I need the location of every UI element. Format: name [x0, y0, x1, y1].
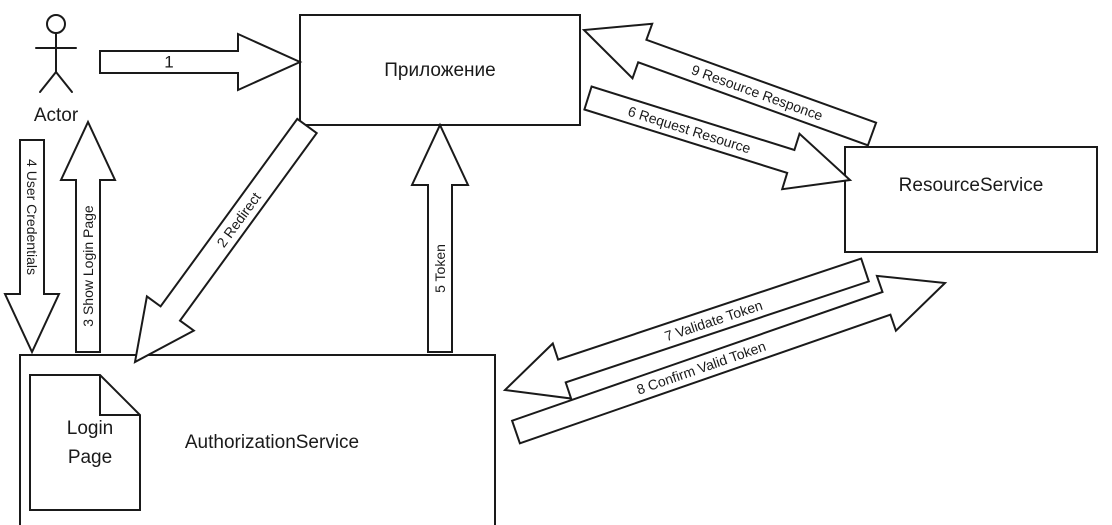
arrow-1 [99, 32, 303, 92]
arrow-3-label: 3 Show Login Page [80, 205, 96, 327]
actor-left-leg [39, 71, 57, 93]
login-page-label-line1: Login [67, 418, 114, 439]
app-label: Приложение [384, 60, 495, 81]
login-page-document-icon [29, 374, 141, 511]
arrow-2 [133, 117, 319, 364]
arrow-4 [3, 139, 61, 355]
arrow-5-label: 5 Token [432, 244, 448, 293]
arrow-7 [502, 257, 871, 400]
arrow-6 [583, 85, 853, 191]
arrow-3 [59, 119, 117, 353]
resource-service-box [844, 146, 1098, 253]
arrow-6-label: 6 Request Resource [626, 103, 753, 156]
arrow-9 [581, 22, 878, 147]
actor-label: Actor [34, 105, 79, 126]
actor-figure [35, 14, 77, 93]
actor-right-leg [55, 71, 73, 93]
resource-service-label: ResourceService [899, 175, 1044, 196]
login-page-label-line2: Page [68, 447, 112, 468]
arrow-5 [410, 122, 470, 353]
arrow-1-label: 1 [164, 53, 173, 72]
app-box [299, 14, 581, 126]
arrow-9-label: 9 Resource Responce [689, 61, 825, 123]
actor-head [46, 14, 66, 34]
arrow-8 [510, 274, 948, 445]
arrow-4-label: 4 User Credentials [24, 159, 40, 275]
authorization-service-label: AuthorizationService [185, 432, 359, 453]
